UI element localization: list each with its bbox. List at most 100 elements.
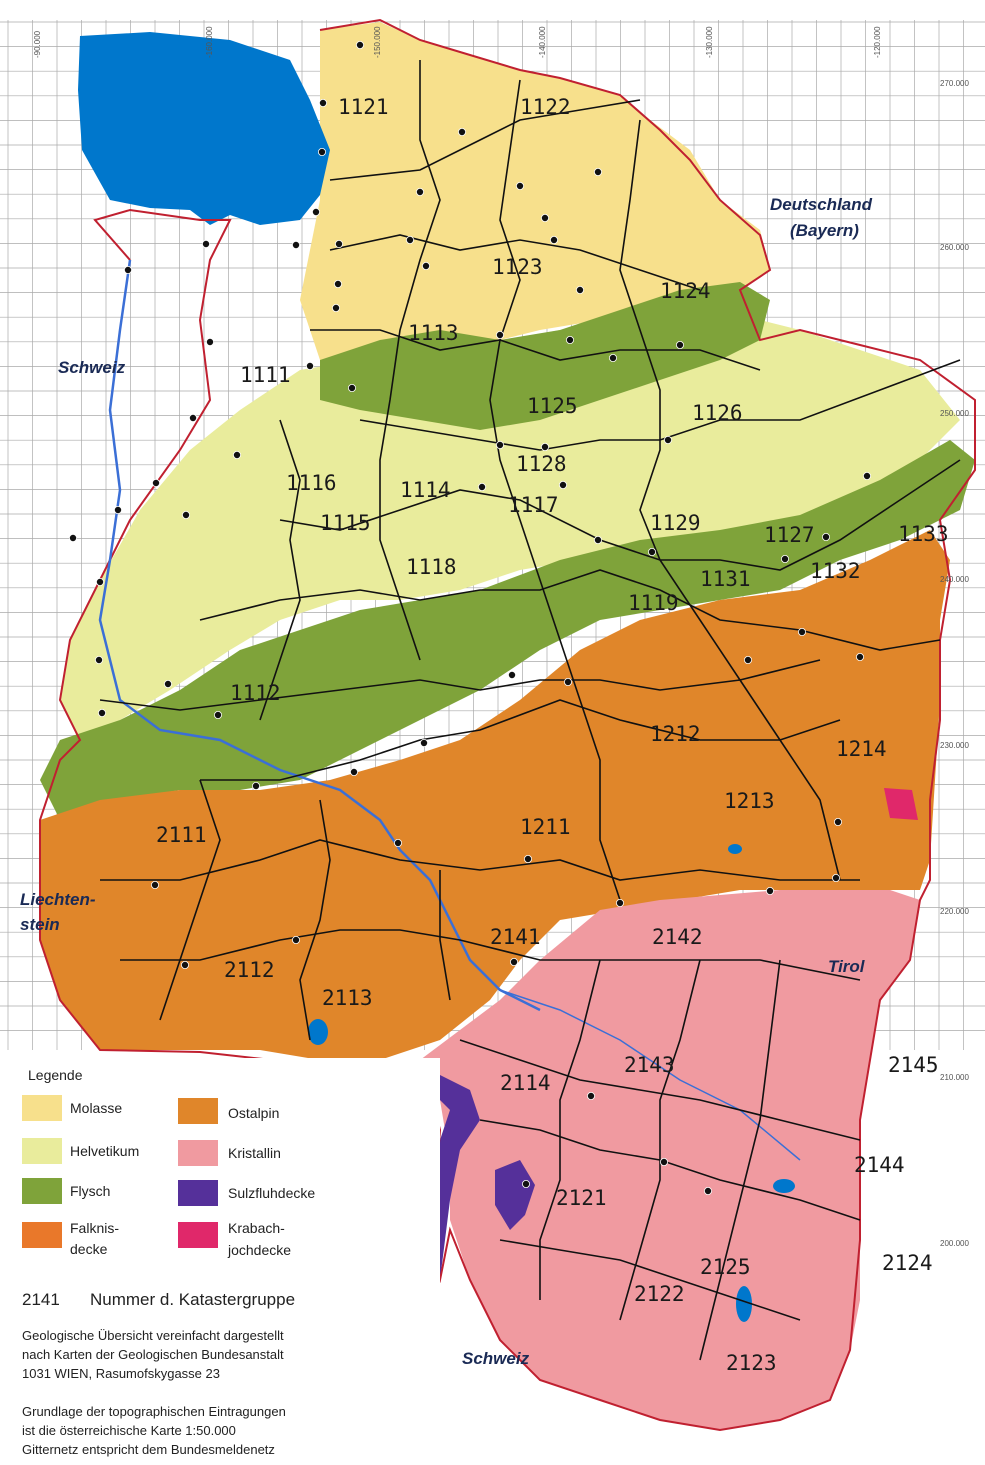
coord-label: -160.000 <box>205 26 214 58</box>
coord-label: -90.000 <box>33 30 42 58</box>
zone-krabachjochdecke <box>884 788 918 820</box>
station-marker <box>98 709 107 718</box>
cadastral-group-1125: 1125 <box>527 394 578 418</box>
legend-label-sulzfluhdecke: Sulzfluhdecke <box>228 1185 315 1201</box>
country-label-liechtenstein: Liechten- <box>20 890 96 909</box>
country-label-liechtenstein-sub: stein <box>20 915 60 934</box>
cadastral-group-1113: 1113 <box>408 321 459 345</box>
station-marker <box>349 768 358 777</box>
station-marker <box>856 653 865 662</box>
station-marker <box>318 99 327 108</box>
station-marker <box>181 510 190 519</box>
source-line-3: 1031 WIEN, Rasumofskygasse 23 <box>22 1366 220 1381</box>
zone-flysch <box>40 282 975 820</box>
river-rhine <box>98 259 541 1012</box>
station-marker <box>334 239 343 248</box>
geology-zones <box>40 22 975 1430</box>
station-marker <box>648 548 657 557</box>
cadastral-group-1114: 1114 <box>400 478 451 502</box>
station-marker <box>863 471 872 480</box>
station-marker <box>495 330 504 339</box>
station-marker <box>151 478 160 487</box>
river-ill <box>499 989 801 1161</box>
station-marker <box>564 678 573 687</box>
station-marker <box>832 874 841 883</box>
coord-top: -90.000 -160.000 -150.000 -140.000 -130.… <box>33 26 882 58</box>
station-marker <box>419 739 428 748</box>
station-marker <box>509 958 518 967</box>
lakes <box>78 32 795 1322</box>
legend-swatch-flysch <box>22 1178 62 1204</box>
cadastral-group-2114: 2114 <box>500 1071 551 1095</box>
station-marker <box>457 127 466 136</box>
lake-bodensee <box>78 32 330 225</box>
station-marker <box>664 435 673 444</box>
cadastral-group-1115: 1115 <box>320 511 371 535</box>
station-marker <box>594 167 603 176</box>
source-line-1: Geologische Übersicht vereinfacht darges… <box>22 1328 284 1343</box>
cadastral-group-2124: 2124 <box>882 1251 933 1275</box>
cadastral-group-1132: 1132 <box>810 559 861 583</box>
zone-molasse <box>300 22 770 370</box>
station-marker <box>188 413 197 422</box>
cadastral-group-1117: 1117 <box>508 493 559 517</box>
legend-title: Legende <box>28 1067 83 1083</box>
cadastral-group-2142: 2142 <box>652 925 703 949</box>
station-marker <box>660 1158 669 1167</box>
zone-kristallin <box>420 890 920 1430</box>
station-marker <box>291 240 300 249</box>
lake-small <box>728 844 742 854</box>
lake-small <box>736 1286 752 1322</box>
station-marker <box>69 534 78 543</box>
cadastral-group-2123: 2123 <box>726 1351 777 1375</box>
station-marker <box>291 936 300 945</box>
legend-swatch-sulzfluhdecke <box>178 1180 218 1206</box>
station-marker <box>150 881 159 890</box>
cadastral-boundaries <box>99 60 961 1361</box>
station-marker <box>798 628 807 637</box>
coord-label: -130.000 <box>705 26 714 58</box>
station-marker <box>550 235 559 244</box>
station-marker <box>251 782 260 791</box>
station-marker <box>766 887 775 896</box>
cadastral-group-1111: 1111 <box>240 363 291 387</box>
legend-label-kristallin: Kristallin <box>228 1145 281 1161</box>
cadastral-group-1214: 1214 <box>836 737 887 761</box>
country-label-switzerland-south: Schweiz <box>462 1349 530 1368</box>
country-label-germany-sub: (Bayern) <box>790 221 859 240</box>
station-marker <box>594 536 603 545</box>
coord-label: -140.000 <box>538 26 547 58</box>
coord-label: 230.000 <box>940 741 969 750</box>
station-marker <box>333 279 342 288</box>
station-marker <box>587 1092 596 1101</box>
cadastral-group-2125: 2125 <box>700 1255 751 1279</box>
station-marker <box>305 361 314 370</box>
station-marker <box>781 555 790 564</box>
legend-swatch-kristallin <box>178 1140 218 1166</box>
cadastral-group-1212: 1212 <box>650 722 701 746</box>
cadastral-group-1121: 1121 <box>338 95 389 119</box>
country-label-germany: Deutschland <box>770 195 873 214</box>
station-marker <box>393 839 402 848</box>
station-marker <box>405 235 414 244</box>
cadastral-group-1128: 1128 <box>516 452 567 476</box>
station-marker <box>331 303 340 312</box>
station-marker <box>822 533 831 542</box>
cadastral-group-1211: 1211 <box>520 815 571 839</box>
station-marker <box>213 711 222 720</box>
cadastral-group-1112: 1112 <box>230 681 281 705</box>
coord-label: 250.000 <box>940 409 969 418</box>
cadastral-group-2113: 2113 <box>322 986 373 1010</box>
station-marker <box>834 818 843 827</box>
coord-label: -150.000 <box>373 26 382 58</box>
legend-swatch-helvetikum <box>22 1138 62 1164</box>
cadastral-group-1124: 1124 <box>660 279 711 303</box>
cadastral-group-2141: 2141 <box>490 925 541 949</box>
station-marker <box>205 337 214 346</box>
coord-label: 240.000 <box>940 575 969 584</box>
legend-label-krabachjochdecke: Krabach- <box>228 1220 285 1236</box>
station-markers <box>69 41 872 1196</box>
station-marker <box>516 181 525 190</box>
station-marker <box>163 680 172 689</box>
